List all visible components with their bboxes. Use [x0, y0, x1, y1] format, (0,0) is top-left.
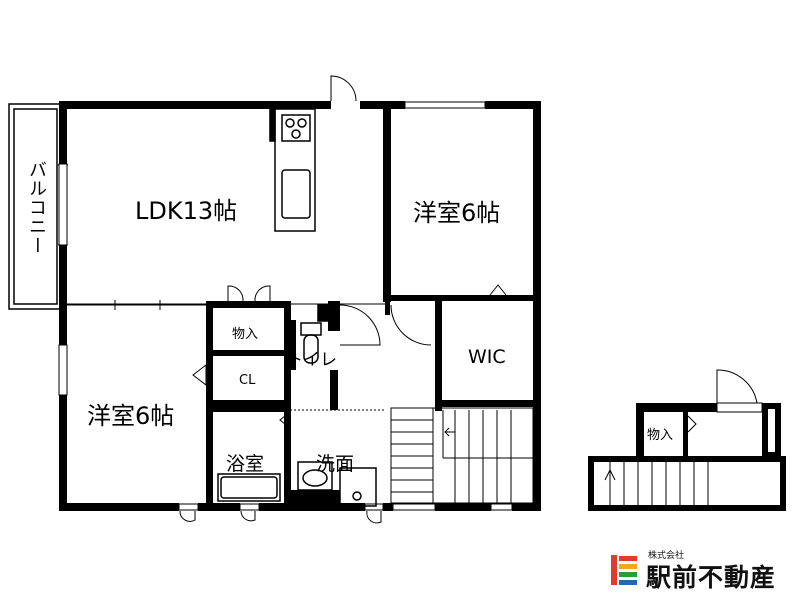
storage-upper-label: 物入 [647, 428, 674, 443]
shelf-label: 棚 [318, 306, 332, 321]
western-room-2-label: 洋室6帖 [87, 402, 175, 430]
logo-icon [611, 555, 637, 585]
annex [588, 369, 786, 511]
bath-fixtures [217, 304, 377, 507]
closet-label: CL [239, 373, 256, 388]
logo-stripe [619, 564, 637, 569]
company-logo: 株式会社 駅前不動産 [604, 546, 794, 592]
kitchen-counter [269, 108, 316, 232]
ldk-label: LDK13帖 [135, 197, 238, 225]
washroom-label: 洗面 [316, 453, 355, 475]
toilet-label: トイレ [286, 350, 337, 370]
main-stairs [390, 407, 534, 504]
logo-stripe [619, 572, 637, 577]
logo-stripe [619, 556, 637, 561]
logo-sub: 株式会社 [648, 551, 685, 561]
interior-walls [206, 101, 541, 511]
logo-stripe [619, 580, 637, 585]
windows [58, 101, 513, 511]
balcony-label: バルコニー [26, 160, 47, 255]
logo-name: 駅前不動産 [646, 563, 777, 592]
logo-bar [611, 555, 617, 585]
doors [179, 75, 507, 524]
storage-label: 物入 [232, 327, 259, 342]
wic-label: WIC [468, 346, 506, 368]
bathroom-label: 浴室 [226, 453, 265, 475]
western-room-1-label: 洋室6帖 [413, 199, 501, 227]
